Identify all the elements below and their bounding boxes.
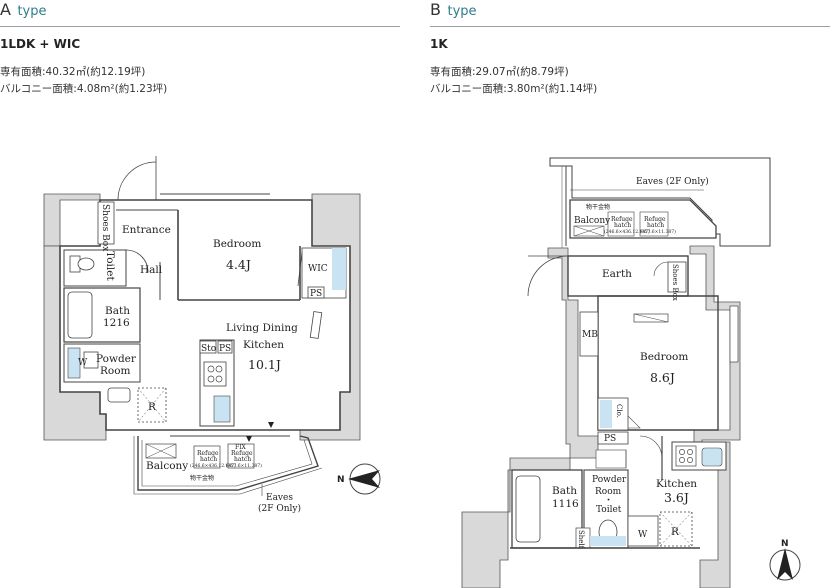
b-bath-size: 1116: [552, 498, 579, 510]
b-north-label: N: [781, 539, 789, 549]
a-eaves-label: Eaves: [266, 493, 293, 503]
b-refuge2-line1: Refuge: [644, 216, 666, 223]
a-balcony-area: バルコニー面積:4.08m²(約1.23坪): [0, 83, 168, 95]
b-shoes-box-label: Shoes Box: [671, 264, 679, 301]
a-toilet-label: Toilet: [104, 251, 116, 281]
a-refuge1-line3: (246.6×436.12.947): [190, 462, 236, 469]
b-refuge2-line3: (357.6×11.387): [640, 228, 676, 235]
a-type-word: type: [17, 4, 47, 19]
a-ldk-size: 10.1J: [248, 357, 281, 372]
a-wic-ps-label: PS: [310, 289, 322, 299]
a-refuge1-line2: hatch: [200, 456, 217, 463]
a-eaves-note: (2F Only): [258, 503, 301, 514]
a-bedroom-label: Bedroom: [213, 238, 261, 250]
a-powder-label-2: Room: [100, 365, 131, 377]
a-powder-label-1: Powder: [96, 353, 137, 365]
b-balcony-area: バルコニー面積:3.80m²(約1.14坪): [430, 83, 598, 95]
b-powder-label-4: Toilet: [596, 505, 622, 515]
b-shelf-label: Shelf: [577, 530, 585, 550]
b-powder-label-1: Powder: [592, 475, 627, 485]
a-kitchen-ps-label: PS: [219, 344, 231, 354]
a-floor-plan: [43, 156, 381, 496]
a-hall-label: Hall: [140, 264, 163, 276]
b-refuge1-line3: (246.6×436.12.947): [604, 228, 650, 235]
b-area-info: 専有面積:29.07㎡(約8.79坪) バルコニー面積:3.80m²(約1.14…: [430, 64, 597, 98]
a-ldk-label-2: Kitchen: [243, 339, 284, 351]
a-balcony-label: Balcony: [146, 460, 188, 472]
b-refuge1-line2: hatch: [614, 222, 631, 229]
b-layout-name: 1K: [430, 37, 448, 51]
a-type-letter: A: [0, 0, 12, 19]
a-layout-name: 1LDK + WIC: [0, 37, 81, 51]
b-powder-label-2: Room: [595, 487, 622, 497]
b-refuge1-line1: Refuge: [611, 216, 633, 223]
b-bedroom-size: 8.6J: [650, 370, 675, 385]
a-north-label: N: [337, 475, 345, 485]
a-entrance-label: Entrance: [122, 224, 171, 236]
a-refuge2-line2: hatch: [234, 456, 251, 463]
b-bedroom-label: Bedroom: [640, 351, 688, 363]
a-ldk-label-1: Living Dining: [226, 322, 298, 334]
b-kitchen-size: 3.6J: [664, 490, 689, 505]
a-bedroom-size: 4.4J: [226, 257, 251, 272]
a-refuge2-line3: (357.6×11.387): [226, 462, 262, 469]
b-floor-plan: [461, 157, 801, 588]
b-hoshi-label: 物干金物: [586, 203, 610, 211]
a-bath-label: Bath: [105, 305, 130, 317]
b-refuge2-line2: hatch: [647, 222, 664, 229]
b-kitchen-label: Kitchen: [656, 478, 697, 490]
b-washer-label: W: [638, 530, 648, 540]
a-fridge-label: R: [148, 401, 157, 413]
b-private-area: 専有面積:29.07㎡(約8.79坪): [430, 66, 569, 78]
a-hoshi-label: 物干金物: [190, 474, 214, 482]
a-area-info: 専有面積:40.32㎡(約12.19坪) バルコニー面積:4.08m²(約1.2…: [0, 64, 167, 98]
b-closet-label: Clo.: [615, 404, 623, 418]
a-shoes-box-label: Shoes Box: [100, 204, 110, 251]
b-type-letter: B: [430, 0, 442, 19]
a-private-area: 専有面積:40.32㎡(約12.19坪): [0, 66, 146, 78]
a-sto-label: Sto: [201, 344, 216, 354]
b-eaves-label: Eaves (2F Only): [636, 176, 709, 187]
a-refuge2-line1: Refuge: [231, 450, 253, 457]
a-refuge1-line1: Refuge: [197, 450, 219, 457]
a-washer-label: W: [78, 358, 88, 368]
b-powder-label-3: ・: [604, 496, 613, 506]
a-bath-size: 1216: [103, 317, 130, 329]
b-balcony-label: Balcony: [574, 216, 611, 226]
b-bath-label: Bath: [552, 485, 577, 497]
b-earth-label: Earth: [602, 268, 632, 280]
b-fridge-label: R: [671, 526, 680, 538]
b-mb-label: MB: [582, 330, 598, 340]
a-refuge2-line0: FIX: [235, 444, 247, 451]
b-type-word: type: [447, 4, 477, 19]
b-ps-label: PS: [604, 434, 616, 444]
a-wic-label: WIC: [308, 264, 328, 274]
